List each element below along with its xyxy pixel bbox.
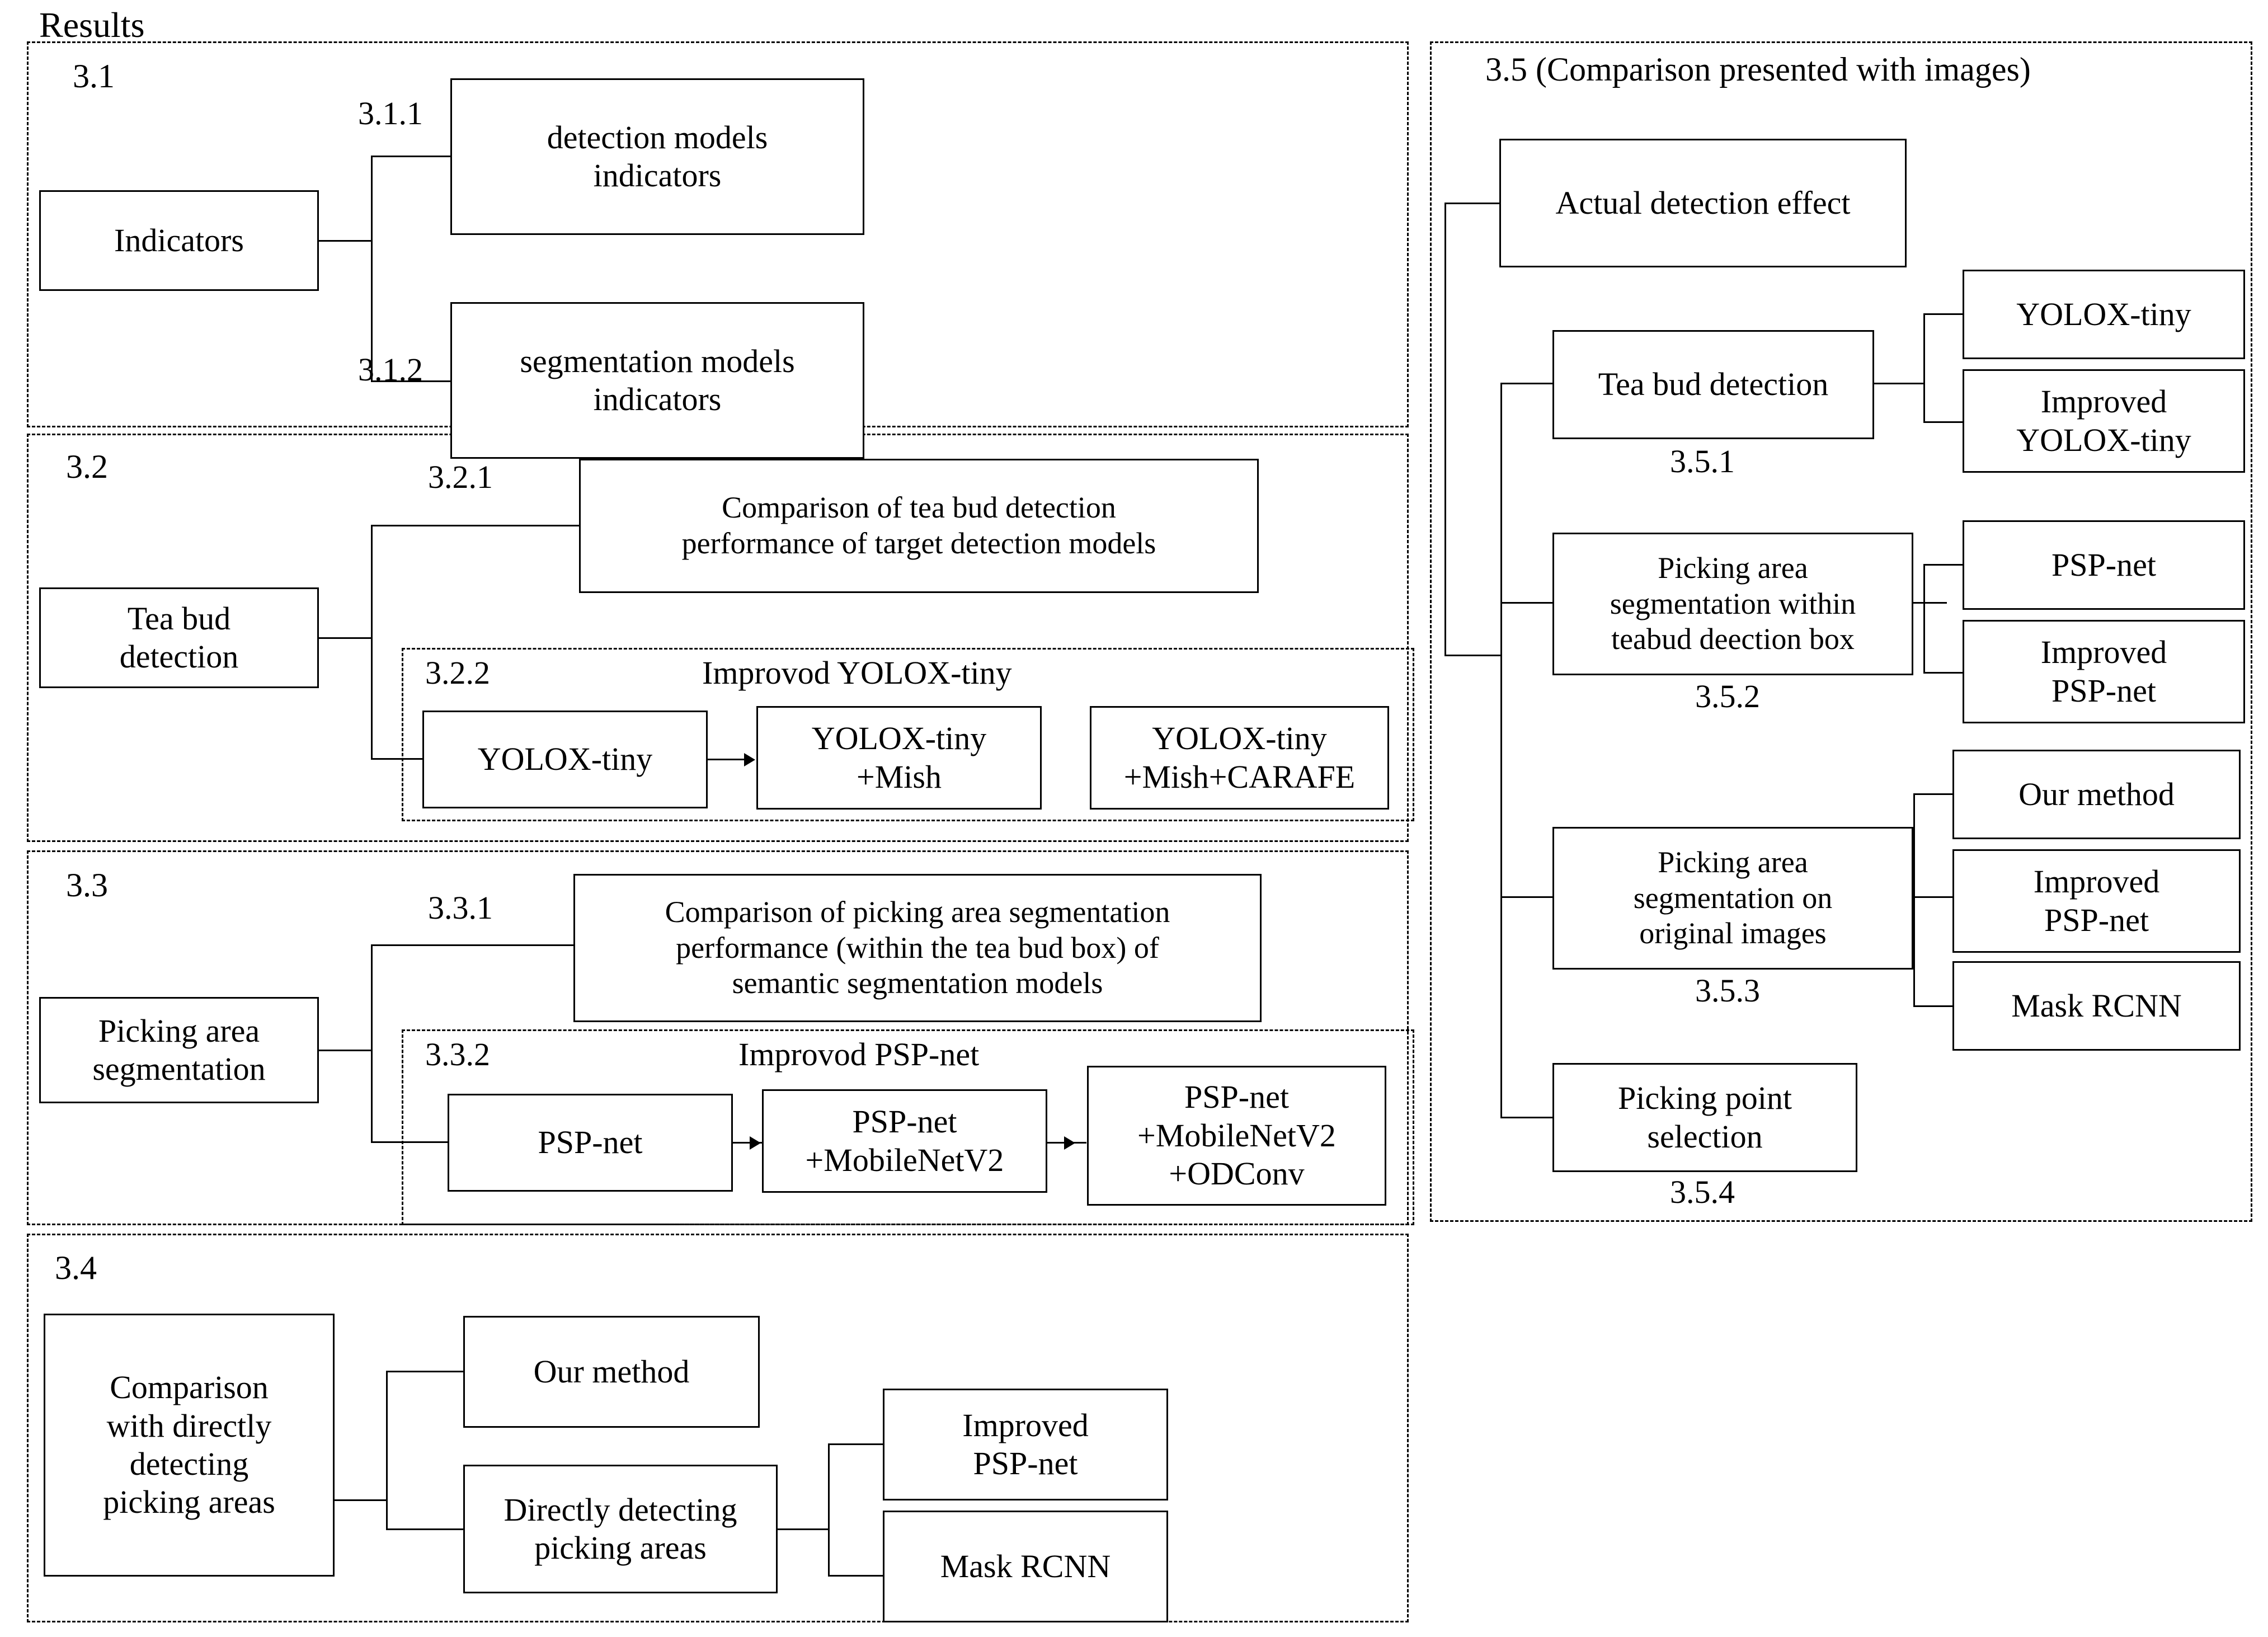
box-picking-area-segmentation-within-teabud-box[interactable]: Picking area segmentation within teabud … [1552,533,1913,675]
connector-3-5-inner-b2 [1500,602,1555,604]
label-improvod-yolox-tiny: Improvod YOLOX-tiny [702,655,1012,691]
box-yolox-tiny-3-5-1[interactable]: YOLOX-tiny [1963,270,2245,359]
connector-3-5-2-top [1923,564,1965,566]
connector-3-4-root-stub [335,1499,388,1501]
section-3-4-panel [27,1234,1409,1622]
label-3-3-2: 3.3.2 [425,1036,490,1072]
connector-3-5-inner-b1 [1500,383,1555,384]
section-3-3-number: 3.3 [66,867,108,904]
connector-3-5-inner-b3 [1500,896,1555,898]
box-our-method-3-5-3[interactable]: Our method [1952,750,2241,839]
label-3-2-2: 3.2.2 [425,655,490,691]
connector-3-5-2-spine [1923,564,1925,674]
section-3-5-panel [1430,41,2252,1222]
arrowhead-3-2-chain-1 [744,753,755,766]
box-yolox-tiny-mish-carafe[interactable]: YOLOX-tiny +Mish+CARAFE [1090,706,1389,810]
connector-3-4-branch-top [386,1371,467,1372]
connector-3-3-branch-bottom [371,1141,449,1143]
label-3-5-2: 3.5.2 [1695,678,1760,714]
connector-3-5-3-bottom [1913,1005,1955,1007]
box-comparison-tea-bud-detection-performance[interactable]: Comparison of tea bud detection performa… [579,459,1259,593]
connector-3-1-branch-bottom [371,380,452,382]
box-mask-rcnn-3-4[interactable]: Mask RCNN [883,1511,1168,1622]
box-indicators[interactable]: Indicators [39,190,319,291]
connector-3-5-1-bottom [1923,421,1965,423]
box-improved-psp-net-3-4[interactable]: Improved PSP-net [883,1389,1168,1500]
label-3-5-1: 3.5.1 [1670,443,1735,479]
label-improvod-psp-net: Improvod PSP-net [738,1036,980,1072]
box-segmentation-models-indicators[interactable]: segmentation models indicators [450,302,864,459]
box-yolox-tiny-base[interactable]: YOLOX-tiny [422,711,708,808]
box-detection-models-indicators[interactable]: detection models indicators [450,78,864,235]
connector-3-5-1-top [1923,313,1965,315]
connector-3-4-spine [386,1371,388,1530]
arrowhead-3-3-chain-1 [750,1136,761,1150]
box-tea-bud-detection-3-5[interactable]: Tea bud detection [1552,330,1874,439]
connector-3-5-outer-bottom [1444,655,1502,656]
connector-3-5-inner-spine [1500,383,1502,1118]
connector-3-5-outer-top [1444,203,1502,204]
label-3-1-1: 3.1.1 [358,95,423,131]
connector-3-2-branch-top [371,525,581,526]
connector-3-2-branch-bottom [371,758,424,760]
connector-3-1-branch-top [371,156,452,157]
label-3-2-1: 3.2.1 [428,459,493,495]
box-improved-psp-net-3-5-2[interactable]: Improved PSP-net [1963,620,2245,723]
box-actual-detection-effect[interactable]: Actual detection effect [1499,139,1907,267]
connector-3-4-spine-2 [828,1443,830,1577]
label-3-1-2: 3.1.2 [358,351,423,388]
section-3-3-2-subpanel [402,1029,1414,1225]
connector-3-4-branch2-bottom [828,1575,887,1577]
box-tea-bud-detection[interactable]: Tea bud detection [39,587,319,688]
connector-3-3-branch-top [371,944,575,946]
section-3-4-number: 3.4 [55,1249,97,1286]
section-3-1-number: 3.1 [73,58,115,95]
section-3-2-2-subpanel [402,648,1414,821]
box-comparison-picking-area-segmentation-performance[interactable]: Comparison of picking area segmentation … [573,874,1262,1022]
connector-3-4-branch2-top [828,1443,887,1445]
box-psp-net-base[interactable]: PSP-net [448,1094,733,1192]
connector-3-4-mid-stub [777,1528,830,1530]
connector-3-1-spine [371,156,373,382]
connector-3-2-spine [371,525,373,760]
label-3-5-4: 3.5.4 [1670,1174,1735,1210]
box-psp-net-3-5-2[interactable]: PSP-net [1963,520,2245,610]
connector-3-5-3-spine [1913,793,1915,1007]
box-mask-rcnn-3-5-3[interactable]: Mask RCNN [1952,961,2241,1051]
label-3-3-1: 3.3.1 [428,890,493,926]
page-title: Results [39,5,145,45]
connector-3-1-root-stub [319,240,372,242]
connector-3-5-1-spine [1923,313,1925,423]
connector-3-5-1-stub [1873,383,1924,384]
box-directly-detecting-picking-areas[interactable]: Directly detecting picking areas [463,1465,778,1593]
box-improved-psp-net-3-5-3[interactable]: Improved PSP-net [1952,849,2241,953]
box-psp-net-mobilenetv2-odconv[interactable]: PSP-net +MobileNetV2 +ODConv [1087,1066,1386,1206]
box-psp-net-mobilenetv2[interactable]: PSP-net +MobileNetV2 [762,1089,1047,1193]
connector-3-5-3-mid [1913,896,1955,898]
label-3-5-3: 3.5.3 [1695,972,1760,1009]
connector-3-4-branch-bottom [386,1528,467,1530]
box-comparison-with-directly-detecting-picking-areas[interactable]: Comparison with directly detecting picki… [44,1314,335,1577]
box-picking-point-selection[interactable]: Picking point selection [1552,1063,1857,1172]
arrowhead-3-3-chain-2 [1064,1136,1075,1150]
connector-3-5-2-stub [1912,602,1947,604]
connector-3-3-root-stub [319,1050,372,1051]
connector-3-5-outer-spine [1444,203,1446,656]
connector-3-5-inner-b4 [1500,1117,1555,1118]
box-picking-area-segmentation-on-original-images[interactable]: Picking area segmentation on original im… [1552,827,1913,970]
section-3-2-number: 3.2 [66,448,108,485]
box-our-method-3-4[interactable]: Our method [463,1316,760,1428]
connector-3-5-2-bottom [1923,672,1965,674]
connector-3-2-chain-1 [708,759,747,760]
box-picking-area-segmentation[interactable]: Picking area segmentation [39,997,319,1103]
box-yolox-tiny-mish[interactable]: YOLOX-tiny +Mish [756,706,1042,810]
connector-3-5-3-top [1913,793,1955,795]
connector-3-3-spine [371,944,373,1143]
section-3-5-number: 3.5 (Comparison presented with images) [1485,51,2031,88]
box-improved-yolox-tiny-3-5-1[interactable]: Improved YOLOX-tiny [1963,369,2245,473]
connector-3-2-root-stub [319,637,372,639]
